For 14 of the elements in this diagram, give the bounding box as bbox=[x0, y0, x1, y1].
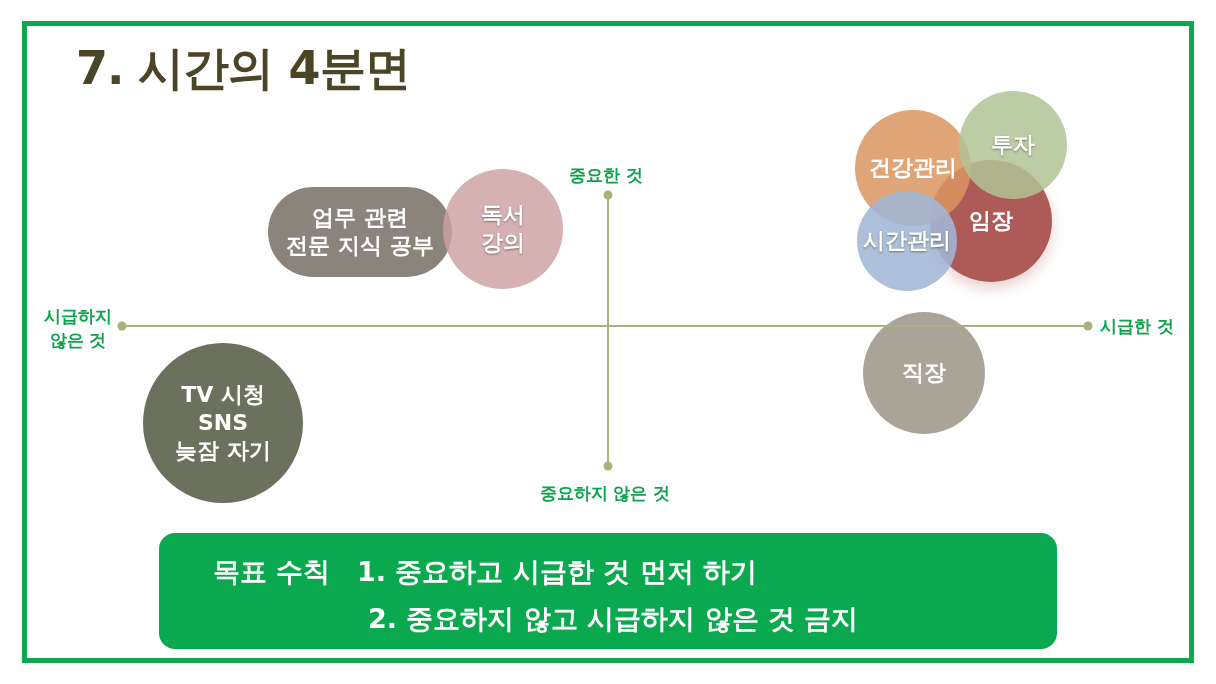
axis-label: 시급한 것 bbox=[1100, 315, 1174, 338]
activity-circle: 시간관리 bbox=[857, 191, 957, 291]
axis-label: 중요하지 않은 것 bbox=[539, 482, 671, 505]
activity-circle: TV 시청 SNS 늦잠 자기 bbox=[143, 343, 303, 503]
activity-circle: 직장 bbox=[863, 312, 985, 434]
activity-circle: 독서 강의 bbox=[443, 169, 563, 289]
rules-panel bbox=[159, 533, 1057, 649]
axis-label: 시급하지 않은 것 bbox=[43, 305, 113, 352]
axis-label: 중요한 것 bbox=[569, 164, 643, 187]
panel-heading: 목표 수칙 bbox=[213, 556, 331, 588]
rule-text: 2. 중요하지 않고 시급하지 않은 것 금지 bbox=[368, 603, 859, 635]
activity-circle: 투자 bbox=[959, 91, 1067, 199]
slide-title: 7. 시간의 4분면 bbox=[76, 40, 410, 96]
rule-text: 1. 중요하고 시급한 것 먼저 하기 bbox=[357, 556, 758, 588]
